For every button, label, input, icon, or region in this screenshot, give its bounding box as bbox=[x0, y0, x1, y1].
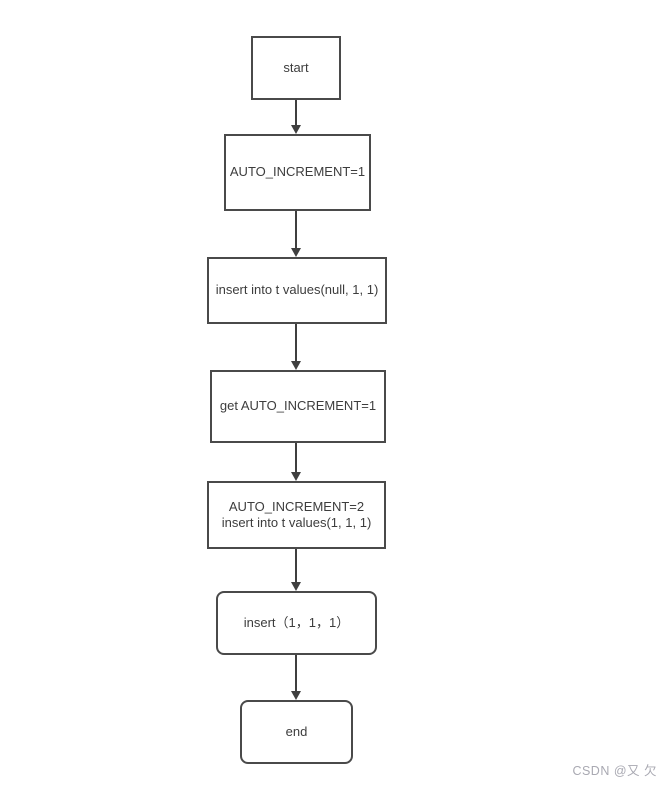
node-end: end bbox=[240, 700, 353, 764]
node-auto-increment-1-label: AUTO_INCREMENT=1 bbox=[229, 164, 366, 180]
arrow-down-icon bbox=[291, 125, 301, 134]
node-start-label: start bbox=[283, 59, 309, 75]
node-auto-increment-1: AUTO_INCREMENT=1 bbox=[224, 134, 371, 211]
arrow-down-icon bbox=[291, 691, 301, 700]
node-get-auto-increment-label: get AUTO_INCREMENT=1 bbox=[219, 398, 377, 414]
arrow-insert-result-to-end bbox=[290, 655, 302, 700]
node-insert-result: insert（1，1，1） bbox=[216, 591, 377, 655]
arrow-down-icon bbox=[291, 582, 301, 591]
arrow-shaft bbox=[295, 655, 297, 692]
node-get-auto-increment: get AUTO_INCREMENT=1 bbox=[210, 370, 386, 443]
node-auto-increment-2-line2: insert into t values(1, 1, 1) bbox=[221, 515, 372, 530]
arrow-down-icon bbox=[291, 361, 301, 370]
node-insert-result-label: insert（1，1，1） bbox=[243, 614, 350, 630]
arrow-start-to-auto-increment-1 bbox=[290, 100, 302, 134]
arrow-get-auto-increment-to-auto-increment-2 bbox=[290, 443, 302, 481]
node-auto-increment-2-line1: AUTO_INCREMENT=2 bbox=[228, 498, 365, 514]
arrow-down-icon bbox=[291, 248, 301, 257]
csdn-watermark: CSDN @又 欠 bbox=[572, 764, 657, 778]
arrow-shaft bbox=[295, 443, 297, 473]
arrow-auto-increment-1-to-insert-null bbox=[290, 211, 302, 257]
node-auto-increment-2: AUTO_INCREMENT=2 insert into t values(1,… bbox=[207, 481, 386, 549]
node-start: start bbox=[251, 36, 341, 100]
arrow-insert-null-to-get-auto-increment bbox=[290, 324, 302, 370]
node-insert-null: insert into t values(null, 1, 1) bbox=[207, 257, 387, 324]
arrow-shaft bbox=[295, 324, 297, 362]
node-end-label: end bbox=[285, 723, 308, 739]
arrow-down-icon bbox=[291, 472, 301, 481]
arrow-shaft bbox=[295, 549, 297, 583]
arrow-auto-increment-2-to-insert-result bbox=[290, 549, 302, 591]
arrow-shaft bbox=[295, 211, 297, 249]
node-insert-null-label: insert into t values(null, 1, 1) bbox=[215, 282, 379, 298]
arrow-shaft bbox=[295, 100, 297, 126]
